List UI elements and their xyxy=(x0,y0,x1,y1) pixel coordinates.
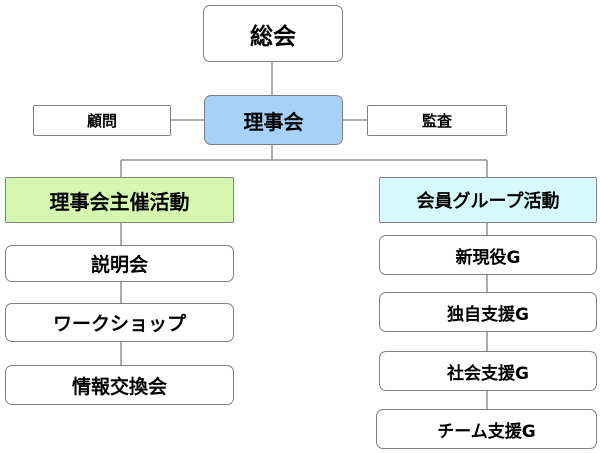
right-branch-title-box: 会員グループ活動 xyxy=(379,177,597,223)
right-item-label: 社会支援G xyxy=(447,363,529,384)
left-item-label: ワークショップ xyxy=(52,313,186,335)
general-meeting-box: 総会 xyxy=(203,5,343,62)
right-item-label: 新現役G xyxy=(455,247,521,268)
board-label: 理事会 xyxy=(243,109,304,134)
right-item-box: 独自支援G xyxy=(379,292,597,332)
left-branch-title-box: 理事会主催活動 xyxy=(5,177,234,223)
right-item-box: 社会支援G xyxy=(379,351,597,391)
advisor-box: 顧問 xyxy=(33,105,171,136)
auditor-label: 監査 xyxy=(421,112,452,130)
left-branch-title: 理事会主催活動 xyxy=(49,189,190,214)
left-item-box: 情報交換会 xyxy=(5,365,234,405)
auditor-box: 監査 xyxy=(367,105,507,136)
general-meeting-label: 総会 xyxy=(250,23,296,50)
left-item-box: 説明会 xyxy=(5,245,234,282)
left-item-box: ワークショップ xyxy=(5,303,234,342)
right-item-label: チーム支援G xyxy=(437,421,536,442)
advisor-label: 顧問 xyxy=(86,112,117,130)
right-item-box: 新現役G xyxy=(379,235,597,275)
left-item-label: 情報交換会 xyxy=(71,375,167,398)
right-item-box: チーム支援G xyxy=(376,409,597,449)
left-item-label: 説明会 xyxy=(90,254,148,276)
right-branch-title: 会員グループ活動 xyxy=(416,191,560,212)
right-item-label: 独自支援G xyxy=(447,304,529,325)
board-box: 理事会 xyxy=(204,95,343,145)
